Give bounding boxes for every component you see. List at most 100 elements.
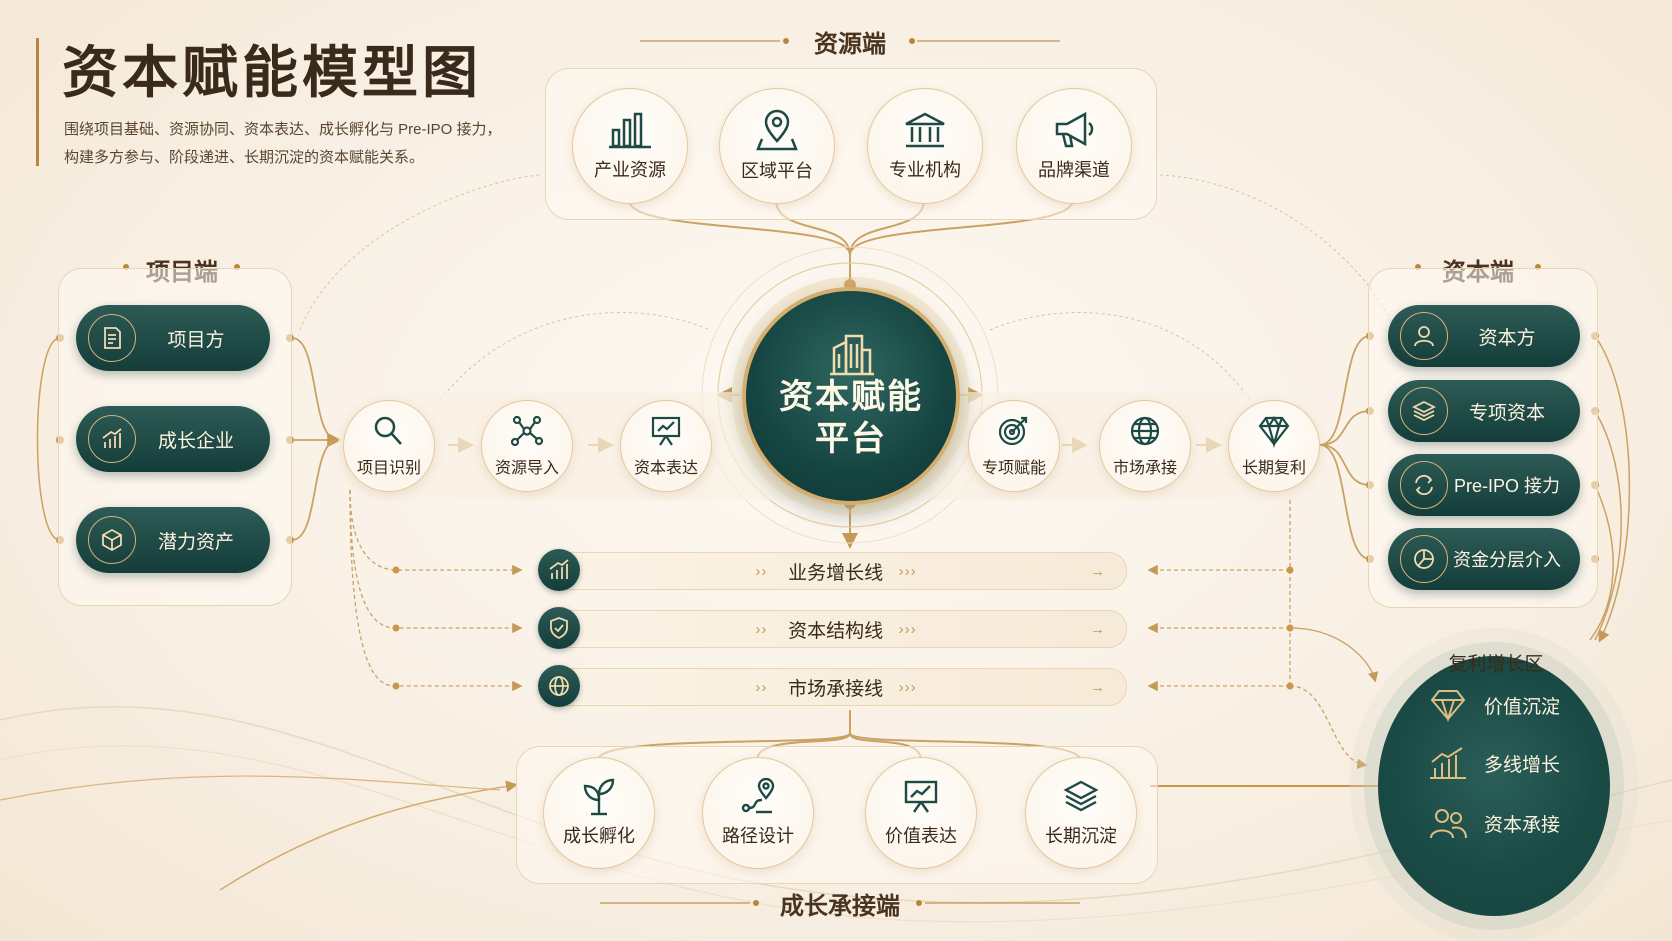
project-item-growth-enterprise[interactable]: 成长企业 bbox=[76, 406, 270, 472]
title-accent-bar bbox=[36, 38, 39, 166]
capital-item-investor[interactable]: 资本方 bbox=[1388, 305, 1580, 367]
flow-step-market-takeover[interactable]: 市场承接 bbox=[1099, 400, 1191, 492]
arrow-right-icon: → bbox=[1090, 620, 1106, 638]
resource-item-institution[interactable]: 专业机构 bbox=[867, 88, 983, 204]
chevrons-left-icon: ›› bbox=[755, 562, 789, 580]
globe-icon bbox=[1130, 416, 1160, 446]
chevrons-left-icon: ›› bbox=[755, 678, 789, 696]
project-item-label: 成长企业 bbox=[157, 430, 234, 452]
line-capital-structure[interactable]: ›› 资本结构线 ››› → bbox=[545, 610, 1127, 648]
flow-step-identify[interactable]: 项目识别 bbox=[343, 400, 435, 492]
pie-icon bbox=[1400, 535, 1448, 583]
capital-empowerment-hub[interactable]: 资本赋能 平台 bbox=[742, 287, 960, 505]
hub-title-line-1: 资本赋能 bbox=[779, 378, 923, 416]
presentation-icon bbox=[904, 780, 938, 813]
resource-item-region[interactable]: 区域平台 bbox=[719, 88, 835, 204]
flow-step-long-term-compound[interactable]: 长期复利 bbox=[1228, 400, 1320, 492]
arrow-right-icon: → bbox=[1090, 678, 1106, 696]
cube-icon bbox=[88, 516, 136, 564]
bar-chart-icon bbox=[1430, 747, 1466, 779]
search-icon bbox=[374, 416, 402, 445]
resource-item-industry[interactable]: 产业资源 bbox=[572, 88, 688, 204]
capital-item-label: 专项资本 bbox=[1468, 402, 1545, 424]
growth-item-label: 成长孵化 bbox=[563, 826, 635, 846]
diamond-icon bbox=[1258, 415, 1290, 448]
institution-icon bbox=[905, 112, 945, 148]
flow-step-label: 资源导入 bbox=[494, 460, 559, 477]
resource-item-label: 专业机构 bbox=[889, 160, 961, 180]
arrow-right-icon: → bbox=[1090, 562, 1106, 580]
megaphone-icon bbox=[1055, 111, 1094, 148]
flow-step-label: 长期复利 bbox=[1241, 460, 1306, 477]
growth-chart-icon bbox=[538, 549, 580, 591]
growth-item-value-expression[interactable]: 价值表达 bbox=[865, 757, 977, 869]
people-icon bbox=[1430, 809, 1467, 839]
building-icon bbox=[830, 334, 874, 376]
compound-item-multi-growth[interactable]: 多线增长 bbox=[1428, 746, 1560, 780]
resource-item-brand[interactable]: 品牌渠道 bbox=[1016, 88, 1132, 204]
flow-step-resource-import[interactable]: 资源导入 bbox=[481, 400, 573, 492]
target-icon bbox=[998, 416, 1028, 446]
hub-title-line-2: 平台 bbox=[815, 420, 887, 458]
growth-item-label: 长期沉淀 bbox=[1045, 826, 1117, 846]
project-item-potential-asset[interactable]: 潜力资产 bbox=[76, 507, 270, 573]
capital-item-label: 资本方 bbox=[1478, 327, 1536, 349]
capital-item-label: Pre-IPO 接力 bbox=[1453, 476, 1560, 496]
shield-icon bbox=[538, 607, 580, 649]
route-icon bbox=[741, 778, 775, 814]
line-market-takeover[interactable]: ›› 市场承接线 ››› → bbox=[545, 668, 1127, 706]
section-label-resource: 资源端 bbox=[814, 31, 886, 58]
capital-item-tiered-funds[interactable]: 资金分层介入 bbox=[1388, 528, 1580, 590]
growth-chart-icon bbox=[88, 415, 136, 463]
project-item-project-party[interactable]: 项目方 bbox=[76, 305, 270, 371]
diamond-icon bbox=[1430, 690, 1466, 722]
network-icon bbox=[510, 415, 544, 447]
compound-item-value-settle[interactable]: 价值沉淀 bbox=[1428, 688, 1560, 722]
page-subtitle: 围绕项目基础、资源协同、资本表达、成长孵化与 Pre-IPO 接力， 构建多方参… bbox=[64, 116, 544, 172]
subtitle-line-1: 围绕项目基础、资源协同、资本表达、成长孵化与 Pre-IPO 接力， bbox=[64, 121, 502, 138]
line-business-growth[interactable]: ›› 业务增长线 ››› → bbox=[545, 552, 1127, 590]
chevrons-right-icon: ››› bbox=[883, 678, 917, 696]
flow-step-capital-expression[interactable]: 资本表达 bbox=[620, 400, 712, 492]
growth-item-long-term-settle[interactable]: 长期沉淀 bbox=[1025, 757, 1137, 869]
user-icon bbox=[1400, 312, 1448, 360]
chevrons-left-icon: ›› bbox=[755, 620, 789, 638]
flow-step-label: 资本表达 bbox=[633, 460, 698, 477]
project-item-label: 潜力资产 bbox=[157, 531, 234, 553]
sprout-icon bbox=[583, 778, 615, 816]
resource-item-label: 区域平台 bbox=[741, 161, 813, 181]
flow-step-label: 市场承接 bbox=[1112, 460, 1177, 477]
growth-item-incubation[interactable]: 成长孵化 bbox=[543, 757, 655, 869]
chevrons-right-icon: ››› bbox=[883, 620, 917, 638]
page-title: 资本赋能模型图 bbox=[62, 43, 482, 105]
subtitle-line-2: 构建多方参与、阶段递进、长期沉淀的资本赋能关系。 bbox=[64, 149, 425, 166]
globe-icon bbox=[538, 665, 580, 707]
layers-icon bbox=[1400, 387, 1448, 435]
compound-item-label: 价值沉淀 bbox=[1484, 696, 1561, 718]
layers-icon bbox=[1063, 780, 1099, 812]
line-label: 市场承接线 bbox=[788, 678, 884, 700]
flow-step-special-empower[interactable]: 专项赋能 bbox=[968, 400, 1060, 492]
growth-item-label: 路径设计 bbox=[722, 826, 794, 846]
presentation-icon bbox=[651, 416, 681, 446]
compound-growth-zone[interactable] bbox=[1378, 656, 1610, 916]
project-item-label: 项目方 bbox=[167, 329, 225, 351]
document-icon bbox=[88, 314, 136, 362]
capital-item-label: 资金分层介入 bbox=[1453, 550, 1561, 570]
cycle-icon bbox=[1400, 461, 1448, 509]
chevrons-right-icon: ››› bbox=[883, 562, 917, 580]
line-label: 业务增长线 bbox=[788, 562, 884, 584]
resource-item-label: 品牌渠道 bbox=[1038, 160, 1110, 180]
map-pin-icon bbox=[756, 109, 798, 151]
growth-item-path-design[interactable]: 路径设计 bbox=[702, 757, 814, 869]
capital-item-pre-ipo[interactable]: Pre-IPO 接力 bbox=[1388, 454, 1580, 516]
compound-title: 复利增长区 bbox=[1448, 654, 1544, 675]
growth-item-label: 价值表达 bbox=[885, 826, 957, 846]
compound-item-capital-takeover[interactable]: 资本承接 bbox=[1428, 806, 1560, 840]
capital-item-special-capital[interactable]: 专项资本 bbox=[1388, 380, 1580, 442]
flow-step-label: 专项赋能 bbox=[981, 460, 1046, 477]
compound-item-label: 多线增长 bbox=[1484, 754, 1561, 776]
line-label: 资本结构线 bbox=[788, 620, 884, 642]
bar-chart-icon bbox=[609, 112, 651, 149]
section-label-growth: 成长承接端 bbox=[780, 893, 900, 920]
